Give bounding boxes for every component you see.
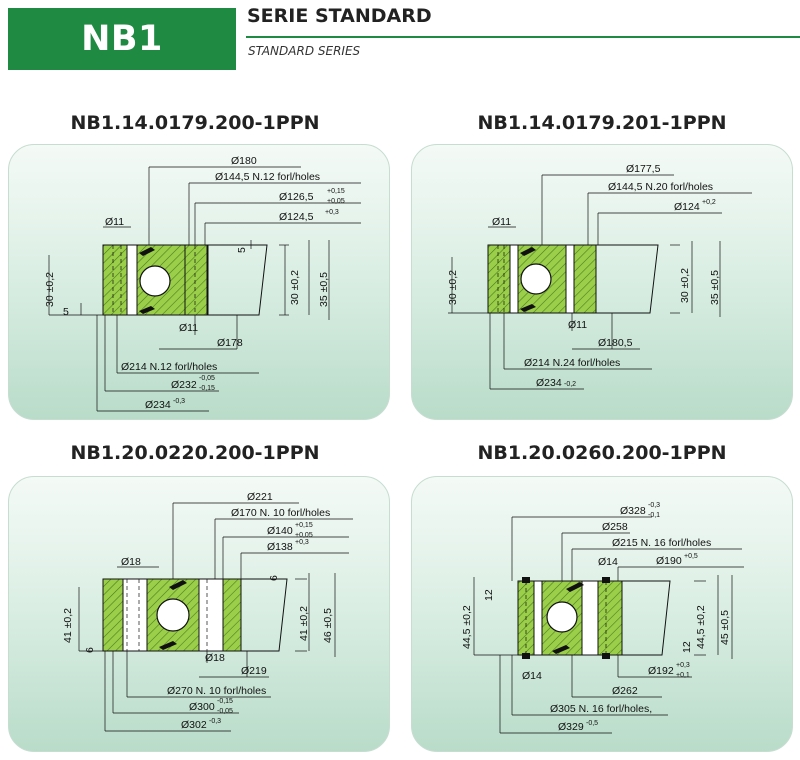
panel-1-dim-outer-180: Ø180	[231, 155, 257, 167]
panel-4-tol-328-up: -0,3	[648, 502, 660, 509]
panel-4-tol-329: -0,5	[586, 720, 598, 727]
panel-2-drawing: Ø177,5 Ø144,5 N.20 forl/holes Ø124 +0,2 …	[411, 144, 793, 420]
panel-1-dim-h30-right: 30 ±0,2	[289, 270, 301, 305]
panel-1-dim-178: Ø178	[217, 337, 243, 349]
panel-4-dim-h45: 45 ±0,5	[719, 610, 731, 645]
panel-4-title: NB1.20.0260.200-1PPN	[477, 442, 727, 464]
panel-4-dim-262: Ø262	[612, 685, 638, 697]
panel-4-dim-bolt-circle: Ø215 N. 16 forl/holes	[612, 537, 711, 549]
panel-4-dim-329: Ø329	[558, 721, 584, 733]
panel-2-cross-section: Ø177,5 Ø144,5 N.20 forl/holes Ø124 +0,2 …	[447, 163, 752, 390]
panel-3-dim-h41-left: 41 ±0,2	[62, 608, 74, 643]
panel-1-dim-h30-left: 30 ±0,2	[44, 272, 56, 307]
panel-2-dim-124: Ø124	[674, 201, 700, 213]
panel-4-dim-hole-bottom: Ø14	[522, 670, 542, 682]
panel-1-dim-bolt-circle: Ø144,5 N.12 forl/holes	[215, 171, 320, 183]
panel-2-dim-234: Ø234	[536, 377, 562, 389]
panel-2-dim-180: Ø180,5	[598, 337, 633, 349]
panel-3-dim-h6-right: 6	[268, 575, 280, 581]
panel-4-cross-section: Ø328 -0,3 -0,1 Ø258 Ø215 N. 16 forl/hole…	[461, 502, 744, 734]
panel-2-title: NB1.14.0179.201-1PPN	[477, 112, 727, 134]
panel-4-dim-h44-right: 44,5 ±0,2	[695, 605, 707, 649]
panel-2-dim-h30-left: 30 ±0,2	[447, 270, 459, 305]
panel-1-dim-232: Ø232	[171, 379, 197, 391]
panel-2-tol-124: +0,2	[702, 199, 716, 206]
panel-2-dim-hole-top: Ø11	[492, 216, 511, 228]
panel-3-dim-140: Ø140	[267, 525, 293, 537]
panel-3-dim-221: Ø221	[247, 491, 273, 503]
panel-3-tol-138: +0,3	[295, 539, 309, 546]
panel-1-dim-hole-bottom: Ø11	[179, 322, 198, 334]
panel-3-tol-300-up: -0,15	[217, 698, 233, 705]
panel-1-tol-124: +0,3	[325, 209, 339, 216]
panel-1-tol-232-up: -0,05	[199, 375, 215, 382]
panel-3-dim-bolt-circle: Ø170 N. 10 forl/holes	[231, 507, 330, 519]
panel-4-dim-h12-right: 12	[681, 641, 693, 653]
panel-3-dim-h46: 46 ±0,5	[322, 608, 334, 643]
panel-2-dim-hole-bottom: Ø11	[568, 319, 587, 331]
panel-4-dim-h12-left: 12	[483, 589, 495, 601]
series-title: SERIE STANDARD	[247, 5, 432, 27]
panel-2-dim-bolt-circle: Ø144,5 N.20 forl/holes	[608, 181, 713, 193]
panel-1-tol-234: -0,3	[173, 398, 185, 405]
panel-4-dim-hole-top: Ø14	[598, 556, 618, 568]
panel-3-dim-hole-top: Ø18	[121, 556, 141, 568]
panel-1-cross-section: Ø180 Ø144,5 N.12 forl/holes Ø126,5 +0,15…	[44, 155, 361, 412]
panel-2-dim-h30-right: 30 ±0,2	[679, 268, 691, 303]
panel-1-tol-232-dn: -0,15	[199, 385, 215, 392]
panel-2-dim-h35: 35 ±0,5	[709, 270, 721, 305]
panel-3-dim-219: Ø219	[241, 665, 267, 677]
panel-3-dim-302: Ø302	[181, 719, 207, 731]
panel-3-tol-302: -0,3	[209, 718, 221, 725]
panel-1-dim-126: Ø126,5	[279, 191, 314, 203]
panel-3-dim-h6-left: 6	[84, 647, 96, 653]
panel-3-tol-300-dn: -0,05	[217, 708, 233, 715]
panel-4-tol-192-dn: +0,1	[676, 672, 690, 679]
panel-4-tol-192-up: +0,3	[676, 662, 690, 669]
panel-2-tol-234: -0,2	[564, 381, 576, 388]
header-divider	[246, 36, 800, 38]
panel-1-dim-234: Ø234	[145, 399, 171, 411]
panel-3-dim-h41-right: 41 ±0,2	[298, 606, 310, 641]
panel-1-dim-h35: 35 ±0,5	[318, 272, 330, 307]
panel-4-tol-328-dn: -0,1	[648, 512, 660, 519]
panel-1-dim-h5-left: 5	[63, 306, 69, 318]
panel-2-dim-177: Ø177,5	[626, 163, 661, 175]
panel-3-tol-140-dn: +0,05	[295, 532, 313, 539]
panel-4-dim-192: Ø192	[648, 665, 674, 677]
panel-3-dim-138: Ø138	[267, 541, 293, 553]
panel-4-dim-328: Ø328	[620, 505, 646, 517]
panel-4-dim-258: Ø258	[602, 521, 628, 533]
panel-1-tol-126-up: +0,15	[327, 188, 345, 195]
panel-3-cross-section: Ø221 Ø170 N. 10 forl/holes Ø140 +0,15 +0…	[62, 491, 353, 732]
panel-4-dim-h44-left: 44,5 ±0,2	[461, 605, 473, 649]
panel-1-title: NB1.14.0179.200-1PPN	[70, 112, 320, 134]
panel-3-title: NB1.20.0220.200-1PPN	[70, 442, 320, 464]
panel-1-dim-124: Ø124,5	[279, 211, 314, 223]
panel-3-tol-140-up: +0,15	[295, 522, 313, 529]
panel-1-dim-hole-top: Ø11	[105, 216, 124, 228]
panel-3-dim-hole-bottom: Ø18	[205, 652, 225, 664]
panel-1-dim-h5-right: 5	[236, 247, 248, 253]
panel-1-tol-126-dn: +0,05	[327, 198, 345, 205]
panel-1-drawing: Ø180 Ø144,5 N.12 forl/holes Ø126,5 +0,15…	[8, 144, 390, 420]
product-line-badge: NB1 STOCK	[8, 8, 236, 121]
panel-4-tol-190: +0,5	[684, 553, 698, 560]
panel-2-dim-214: Ø214 N.24 forl/holes	[524, 357, 620, 369]
panel-1-dim-214: Ø214 N.12 forl/holes	[121, 361, 217, 373]
panel-3-drawing: Ø221 Ø170 N. 10 forl/holes Ø140 +0,15 +0…	[8, 476, 390, 752]
panel-4-drawing: Ø328 -0,3 -0,1 Ø258 Ø215 N. 16 forl/hole…	[411, 476, 793, 752]
panel-4-dim-190: Ø190	[656, 555, 682, 567]
panel-3-dim-270: Ø270 N. 10 forl/holes	[167, 685, 266, 697]
panel-4-dim-305: Ø305 N. 16 forl/holes,	[550, 703, 652, 715]
panel-3-dim-300: Ø300	[189, 701, 215, 713]
series-subtitle: STANDARD SERIES	[248, 44, 361, 58]
